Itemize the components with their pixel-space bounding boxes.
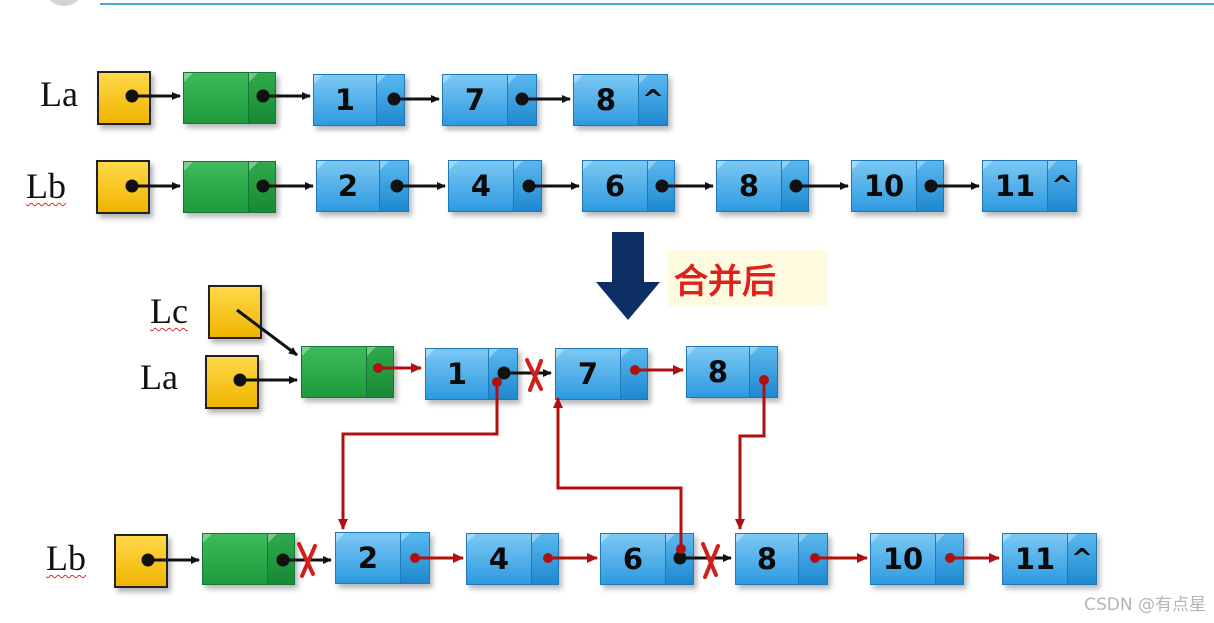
null-mark: ^ <box>639 74 668 126</box>
node-Lb-after-6: 6 <box>600 533 694 585</box>
label-Lb-after: Lb <box>46 538 86 578</box>
head-pointer-Lc-after <box>208 285 262 339</box>
label-Lb-before: Lb <box>26 166 66 206</box>
node-Lb-11: 11 ^ <box>982 160 1077 212</box>
head-pointer-Lb-before <box>96 160 150 214</box>
node-La-8: 8 ^ <box>573 74 668 126</box>
head-pointer-Lb-after <box>114 534 168 588</box>
slide-top-rule <box>100 3 1214 5</box>
head-pointer-La-before <box>97 71 151 125</box>
node-La-7: 7 <box>442 74 537 126</box>
head-node-La-before <box>183 72 276 124</box>
slide-corner-decoration <box>44 0 84 6</box>
node-Lb-after-10: 10 <box>870 533 964 585</box>
node-Lb-8: 8 <box>716 160 809 212</box>
node-La-after-7: 7 <box>555 348 648 400</box>
head-pointer-La-after <box>205 355 259 409</box>
merge-caption: 合并后 <box>668 250 828 306</box>
label-La-before: La <box>40 74 78 114</box>
head-node-La-after <box>301 346 394 398</box>
node-Lb-4: 4 <box>448 160 542 212</box>
label-La-after: La <box>140 357 178 397</box>
node-Lb-after-8: 8 <box>735 533 828 585</box>
head-node-Lb-before <box>183 161 276 213</box>
node-Lb-after-11: 11 ^ <box>1002 533 1097 585</box>
node-Lb-after-2: 2 <box>335 532 430 584</box>
node-Lb-after-4: 4 <box>466 533 559 585</box>
null-mark: ^ <box>1068 533 1097 585</box>
node-Lb-6: 6 <box>582 160 675 212</box>
watermark: CSDN @有点星 <box>1084 595 1206 615</box>
node-La-1: 1 <box>313 74 405 126</box>
node-La-after-1: 1 <box>425 348 518 400</box>
node-La-after-8: 8 <box>686 346 778 398</box>
node-Lb-10: 10 <box>851 160 944 212</box>
head-node-Lb-after <box>202 533 295 585</box>
null-mark: ^ <box>1048 160 1077 212</box>
label-Lc-after: Lc <box>150 291 188 331</box>
node-Lb-2: 2 <box>316 160 409 212</box>
down-arrow-icon <box>596 232 660 320</box>
